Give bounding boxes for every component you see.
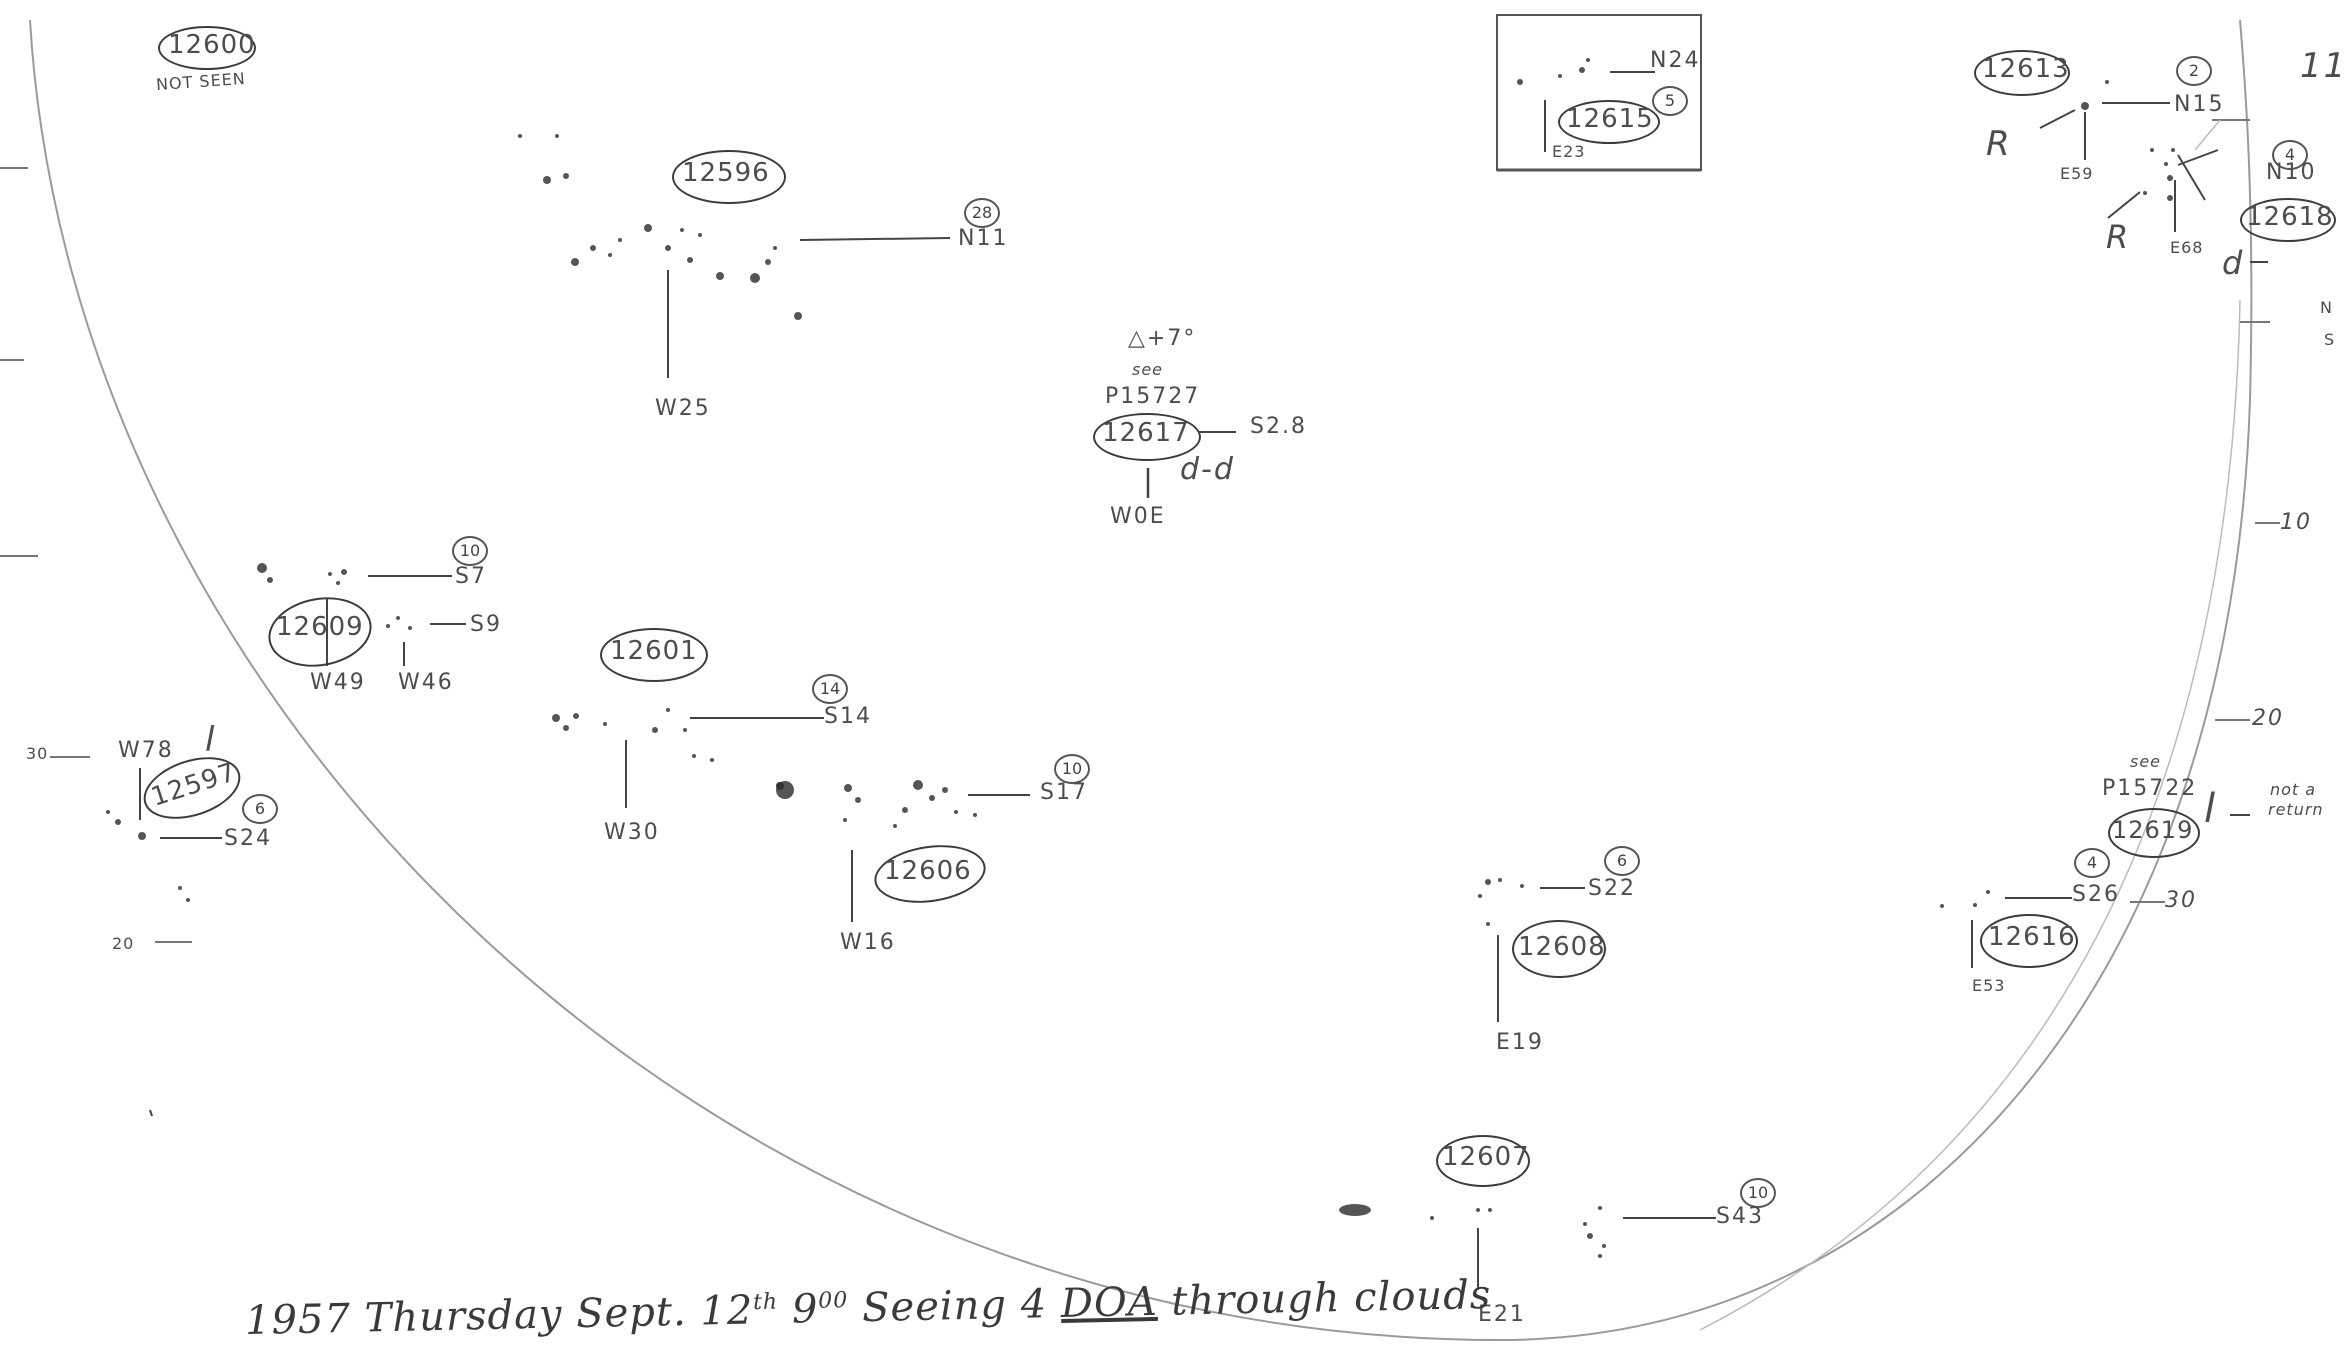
region-id-12615: 12615 [1566, 104, 1654, 134]
spot-count-12609: 10 [452, 536, 488, 566]
longitude-12608: E19 [1496, 1030, 1544, 1055]
region-id-12619: 12619 [2112, 816, 2194, 844]
note-12617-angle: △+7° [1128, 326, 1197, 351]
latitude-12601: S14 [824, 704, 872, 729]
spot-group-12596 [518, 134, 802, 320]
region-oval-12616 [1980, 914, 2078, 968]
sun-limb-arc-inner [1699, 299, 2241, 1331]
region-id-12607: 12607 [1442, 1142, 1530, 1172]
region-oval-12607 [1436, 1135, 1530, 1187]
latitude-12609-a: S7 [455, 564, 487, 589]
latitude-12613: N15 [2174, 92, 2225, 117]
spot-count-12616: 4 [2074, 848, 2110, 878]
region-id-12600: 12600 [168, 30, 256, 60]
longitude-12597: W78 [118, 738, 174, 763]
region-id-12596: 12596 [682, 158, 770, 188]
region-oval-12619 [2108, 808, 2200, 858]
longitude-12618: E68 [2170, 238, 2204, 257]
region-oval-12608 [1512, 920, 1606, 978]
region-id-12601: 12601 [610, 636, 698, 666]
region-id-12618: 12618 [2246, 202, 2334, 232]
note-12617-see: see [1132, 360, 1164, 379]
mark-12613: R [1986, 124, 2012, 164]
spot-count-12608: 6 [1604, 846, 1640, 876]
class-12618: d [2222, 244, 2245, 282]
region-oval-12601 [600, 628, 708, 682]
longitude-12616: E53 [1972, 976, 2006, 995]
note-12619-see: see [2130, 752, 2162, 771]
limb-mark-right-10: 10 [2280, 510, 2312, 535]
reference-12619: P15722 [2102, 776, 2198, 801]
longitude-12596: W25 [655, 396, 711, 421]
note-12619-not-a: not a [2270, 780, 2317, 799]
region-oval-12617 [1093, 413, 1201, 461]
class-12619: l [2204, 786, 2218, 832]
latitude-12617: S2.8 [1250, 414, 1307, 439]
limb-mark-right-20: 20 [2252, 706, 2284, 731]
limb-mark-left-20: 20 [112, 934, 135, 953]
region-oval-12600 [158, 26, 256, 70]
spot-count-12618: 4 [2272, 140, 2308, 170]
longitude-12609-a: W49 [310, 670, 366, 695]
corner-mark-right: 11 [2300, 46, 2346, 86]
limb-mark-right-n: N [2320, 298, 2333, 317]
limb-mark-right-30: 30 [2165, 888, 2197, 913]
latitude-12618: N10 [2266, 160, 2317, 185]
region-oval-12596 [672, 150, 786, 204]
longitude-12601: W30 [604, 820, 660, 845]
longitude-12615: E23 [1552, 142, 1586, 161]
class-12597: l [205, 720, 217, 760]
region-oval-12613 [1974, 50, 2070, 96]
longitude-12617: W0E [1110, 504, 1166, 529]
latitude-12615: N24 [1650, 48, 1701, 73]
latitude-12606: S17 [1040, 780, 1088, 805]
latitude-12608: S22 [1588, 876, 1636, 901]
mark-12618: R [2106, 218, 2131, 256]
region-id-12606: 12606 [884, 856, 972, 886]
spot-count-12607: 10 [1740, 1178, 1776, 1208]
latitude-12609-b: S9 [470, 612, 502, 637]
latitude-12596: N11 [958, 226, 1009, 251]
longitude-12607: E21 [1478, 1302, 1526, 1327]
latitude-12616: S26 [2072, 882, 2120, 907]
spot-count-12613: 2 [2176, 56, 2212, 86]
longitude-12609-b: W46 [398, 670, 454, 695]
latitude-12607: S43 [1716, 1204, 1764, 1229]
spot-count-12601: 14 [812, 674, 848, 704]
spot-count-12615: 5 [1652, 86, 1688, 116]
latitude-12597: S24 [224, 826, 272, 851]
sun-limb-arc [29, 19, 2253, 1342]
note-12619-return: return [2268, 800, 2324, 819]
spot-count-12606: 10 [1054, 754, 1090, 784]
region-id-12608: 12608 [1518, 932, 1606, 962]
longitude-12613: E59 [2060, 164, 2094, 183]
reference-12617: P15727 [1105, 384, 1201, 409]
region-id-12616: 12616 [1988, 922, 2076, 952]
longitude-12606: W16 [840, 930, 896, 955]
spot-count-12596: 28 [964, 198, 1000, 228]
region-oval-12615 [1558, 100, 1660, 144]
class-12617: d-d [1180, 452, 1235, 487]
region-oval-12618 [2240, 198, 2336, 242]
region-id-12617: 12617 [1102, 418, 1190, 448]
limb-mark-right-s: S [2324, 330, 2336, 349]
spot-count-12597: 6 [242, 794, 278, 824]
region-id-12613: 12613 [1982, 54, 2070, 84]
limb-mark-left-30: 30 [26, 744, 49, 763]
region-id-12609: 12609 [276, 612, 364, 642]
